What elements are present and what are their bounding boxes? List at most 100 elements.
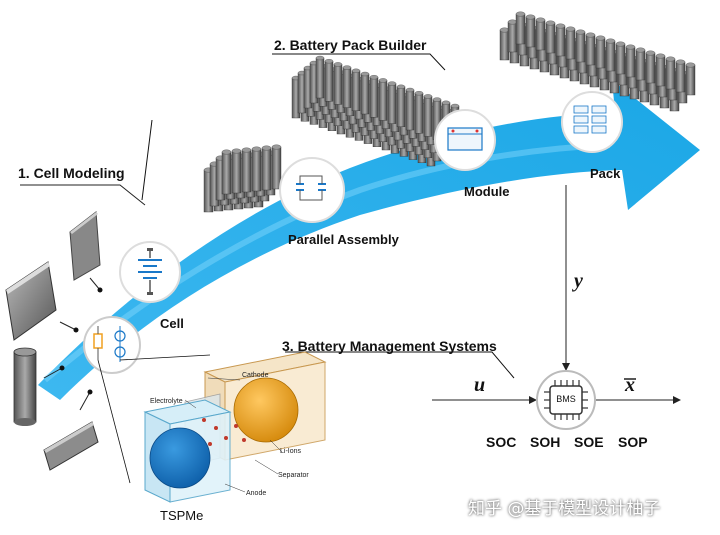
module-cell-top <box>432 97 442 102</box>
cylindrical-cell <box>13 347 37 426</box>
module-cell <box>378 80 388 121</box>
module-cell <box>315 57 325 99</box>
module-cell-top <box>414 91 424 96</box>
bms-leader <box>285 351 515 379</box>
parallel-cell <box>231 150 242 194</box>
progress-arrow <box>38 80 700 400</box>
pack-cell <box>685 64 696 96</box>
module-cells <box>291 55 460 167</box>
label-separator: Separator <box>278 472 309 479</box>
pack-cell-top <box>595 35 606 41</box>
module-cell <box>405 89 415 131</box>
parallel-cell-top <box>251 146 262 152</box>
tspme-model <box>97 351 327 503</box>
bms-chip-label: BMS <box>556 394 576 404</box>
pack-cell <box>605 40 616 72</box>
module-cell-top <box>396 84 406 89</box>
cell-circuit-badge <box>83 316 141 374</box>
pack-cell-top <box>507 19 518 25</box>
cell-stage-badge <box>119 241 181 303</box>
metric-soh: SOH <box>530 434 561 450</box>
pack-cell <box>675 61 686 93</box>
pack-cell-top <box>515 11 526 17</box>
pouch-cell-tall <box>69 211 101 281</box>
module-cell-top <box>360 71 370 77</box>
parallel-cell <box>221 151 232 195</box>
pack-cell <box>525 16 536 48</box>
parallel-cell <box>251 148 262 192</box>
module-cell <box>396 86 406 128</box>
pack-cell-top <box>665 56 676 62</box>
pack-cell-top <box>685 62 696 68</box>
pack-cell-top <box>555 23 566 29</box>
pack-cell <box>665 58 676 90</box>
module-cell <box>342 67 352 108</box>
pack-cell <box>655 55 666 87</box>
section-cell-modeling: 1. Cell Modeling <box>18 165 125 181</box>
module-cell <box>414 92 424 134</box>
parallel-cell-top <box>261 145 272 151</box>
pack-cell-top <box>535 17 546 23</box>
pack-builder-leader <box>272 53 446 71</box>
parallel-cell-top <box>231 148 242 154</box>
stage-label-pack: Pack <box>590 166 621 181</box>
parallel-cell <box>261 147 272 191</box>
module-cell-top <box>387 81 397 86</box>
prismatic-cell <box>5 261 57 341</box>
label-anode: Anode <box>246 490 267 497</box>
parallel-cell <box>271 146 282 190</box>
pack-cell-top <box>675 59 686 65</box>
module-cell <box>324 61 334 102</box>
module-cell-top <box>378 78 388 83</box>
parallel-cell <box>241 149 252 193</box>
cell-connectors <box>20 119 153 411</box>
pack-cell <box>625 46 636 78</box>
parallel-assembly-badge <box>279 157 345 223</box>
pack-cell <box>515 13 526 45</box>
model-name: TSPMe <box>160 508 204 523</box>
module-cell-top <box>351 68 361 73</box>
pack-cell <box>535 19 546 51</box>
module-cell <box>351 70 361 112</box>
stage-label-parallel-assembly: Parallel Assembly <box>288 232 399 247</box>
pack-cell-top <box>545 20 556 26</box>
module-cell <box>387 83 397 124</box>
pack-cell-top <box>615 41 626 47</box>
metric-sop: SOP <box>618 434 648 450</box>
module-cell-top <box>342 65 352 70</box>
label-cathode: Cathode <box>242 372 269 379</box>
module-cell <box>360 73 370 115</box>
pack-cell-top <box>565 26 576 32</box>
module-cell <box>423 96 433 137</box>
pack-badge <box>561 91 623 153</box>
pack-cell <box>565 28 576 60</box>
metric-soe: SOE <box>574 434 604 450</box>
pack-cell-top <box>585 32 596 38</box>
module-cell-top <box>315 55 325 61</box>
metric-soc: SOC <box>486 434 517 450</box>
module-cell <box>333 64 343 105</box>
signal-measurement: y <box>574 270 583 292</box>
pack-cell <box>507 21 518 53</box>
signal-input: u <box>474 374 486 396</box>
parallel-cell-top <box>221 149 232 155</box>
pack-cell <box>585 34 596 66</box>
pack-cell-top <box>625 44 636 50</box>
pack-cell-top <box>635 47 646 53</box>
bms-chip <box>536 370 596 430</box>
pack-cell-top <box>645 50 656 56</box>
pack-cell-top <box>655 53 666 59</box>
signal-estimate: x <box>625 374 635 396</box>
label-li-ions: Li-Ions <box>280 448 302 455</box>
pack-cell <box>545 22 556 54</box>
pack-cell <box>595 37 606 69</box>
pack-cell-top <box>605 38 616 44</box>
stage-label-module: Module <box>464 184 510 199</box>
pack-cell <box>645 52 656 84</box>
pack-cell <box>555 25 566 57</box>
parallel-assembly-cells <box>203 144 282 213</box>
pack-cell <box>575 31 586 63</box>
module-cell-top <box>405 87 415 93</box>
